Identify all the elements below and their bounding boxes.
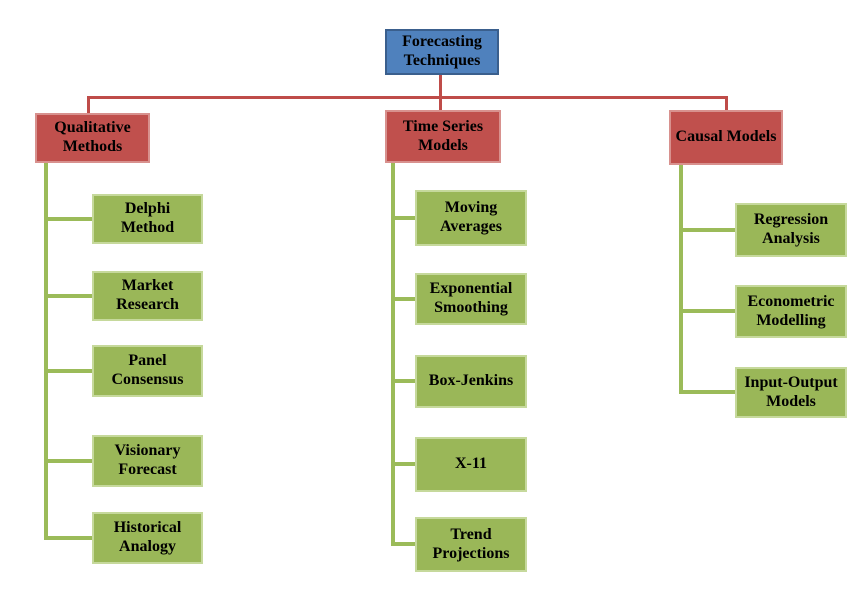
leaf-node-market-research: Market Research (92, 271, 203, 321)
leaf-node-econometric-modelling: Econometric Modelling (735, 285, 847, 338)
connector-stub-econometric (679, 309, 737, 313)
connector-drop-right (725, 96, 728, 112)
connector-stub-market (44, 294, 92, 298)
leaf-node-trend-projections: Trend Projections (415, 517, 527, 572)
leaf-node-panel-consensus: Panel Consensus (92, 345, 203, 397)
branch-node-time-series-models: Time Series Models (385, 110, 501, 163)
leaf-node-x-11: X-11 (415, 437, 527, 492)
connector-root-vertical (439, 75, 442, 99)
connector-left-column-vertical (44, 162, 48, 540)
connector-horizontal-main (87, 96, 728, 99)
connector-right-column-vertical (679, 164, 683, 394)
connector-stub-visionary (44, 459, 92, 463)
connector-stub-moving (391, 216, 417, 220)
leaf-node-historical-analogy: Historical Analogy (92, 512, 203, 564)
leaf-node-input-output-models: Input-Output Models (735, 367, 847, 418)
leaf-node-moving-averages: Moving Averages (415, 190, 527, 246)
leaf-node-visionary-forecast: Visionary Forecast (92, 435, 203, 487)
connector-middle-column-vertical (391, 162, 395, 546)
connector-drop-left (87, 96, 90, 115)
connector-stub-x11 (391, 462, 417, 466)
connector-stub-historical (44, 536, 92, 540)
connector-drop-middle (439, 96, 442, 112)
root-node-forecasting-techniques: Forecasting Techniques (385, 29, 499, 75)
leaf-node-exponential-smoothing: Exponential Smoothing (415, 273, 527, 325)
connector-stub-inputoutput (679, 390, 737, 394)
connector-stub-panel (44, 369, 92, 373)
leaf-node-delphi-method: Delphi Method (92, 194, 203, 244)
branch-node-causal-models: Causal Models (669, 110, 783, 165)
connector-stub-exponential (391, 297, 417, 301)
connector-stub-delphi (44, 217, 92, 221)
connector-stub-trend (391, 542, 417, 546)
branch-node-qualitative-methods: Qualitative Methods (35, 113, 150, 163)
connector-stub-boxjenkins (391, 379, 417, 383)
leaf-node-box-jenkins: Box-Jenkins (415, 355, 527, 408)
connector-stub-regression (679, 228, 737, 232)
leaf-node-regression-analysis: Regression Analysis (735, 203, 847, 257)
